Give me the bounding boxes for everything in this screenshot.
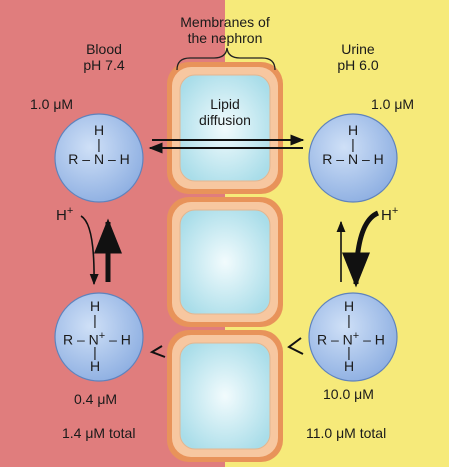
blood-title: Blood pH 7.4: [83, 41, 125, 73]
lipid-diffusion-label: Lipid diffusion: [199, 96, 251, 128]
urine-neutral-concentration: 1.0 μM: [371, 96, 415, 112]
membrane-brace: [176, 47, 276, 71]
membrane-cell-middle: [167, 197, 283, 327]
urine-title: Urine pH 6.0: [337, 41, 379, 73]
blood-ion-concentration: 0.4 μM: [74, 391, 118, 407]
blood-neutral-concentration: 1.0 μM: [30, 96, 74, 112]
urine-ion-concentration: 10.0 μM: [323, 386, 374, 402]
membrane-cell-top: [167, 62, 283, 194]
urine-ion-bond-top: |: [347, 312, 351, 328]
urine-ion-formula: R – N+ – H: [317, 330, 385, 348]
urine-neutral-bond: |: [351, 136, 355, 152]
urine-barrier-mark: [287, 337, 304, 355]
membrane-cell-bottom: [167, 330, 283, 462]
urine-neutral-formula: R – N – H: [322, 151, 384, 167]
blood-barrier-mark: [149, 345, 166, 358]
blood-neutral-h: H: [93, 122, 105, 138]
blood-total-concentration: 1.4 μM total: [62, 425, 136, 441]
blood-ion-h-bottom: H: [89, 358, 101, 374]
urine-ion-h-bottom: H: [343, 358, 355, 374]
blood-protonation-arrow: [80, 215, 99, 286]
blood-ion-molecule: [54, 292, 144, 382]
urine-proton-label: H+: [381, 205, 399, 224]
blood-neutral-molecule: [54, 113, 144, 203]
blood-ion-bond-bottom: |: [93, 344, 97, 360]
urine-ion-molecule: [308, 292, 398, 382]
urine-ion-bond-bottom: |: [347, 344, 351, 360]
blood-neutral-bond: |: [97, 136, 101, 152]
blood-ion-bond-top: |: [93, 312, 97, 328]
blood-ion-formula: R – N+ – H: [63, 330, 131, 348]
urine-neutral-molecule: [308, 113, 398, 203]
urine-neutral-h: H: [347, 122, 359, 138]
blood-proton-label: H+: [56, 205, 74, 224]
urine-ion-h-top: H: [343, 298, 355, 314]
urine-protonation-arrow: [342, 210, 380, 288]
blood-neutral-formula: R – N – H: [68, 151, 130, 167]
membrane-label: Membranes of the nephron: [180, 14, 270, 46]
urine-total-concentration: 11.0 μM total: [306, 425, 387, 441]
blood-ion-h-top: H: [89, 298, 101, 314]
